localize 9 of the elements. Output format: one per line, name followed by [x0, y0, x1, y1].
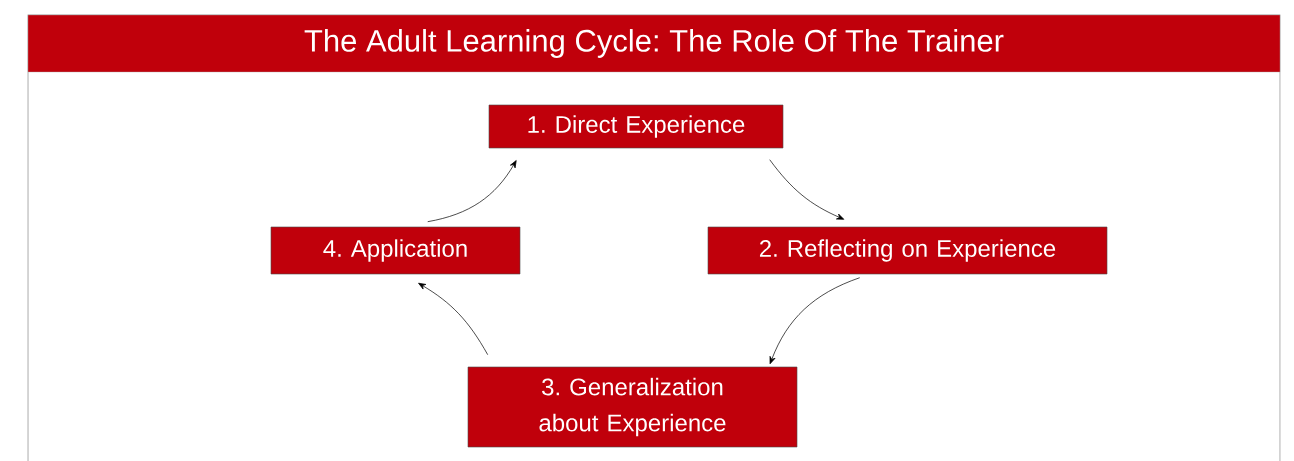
step-box: 3. Generalization about Experience	[467, 366, 798, 448]
title-bar: The Adult Learning Cycle: The Role Of The Trainer	[27, 14, 1281, 73]
step-box: 4. Application	[270, 226, 521, 275]
arrow	[769, 159, 845, 220]
arrow	[769, 277, 861, 365]
arrow	[418, 282, 489, 356]
step-box: 2. Reflecting on Experience	[707, 226, 1108, 275]
step-box: 1. Direct Experience	[488, 104, 784, 149]
arrow	[427, 160, 517, 223]
